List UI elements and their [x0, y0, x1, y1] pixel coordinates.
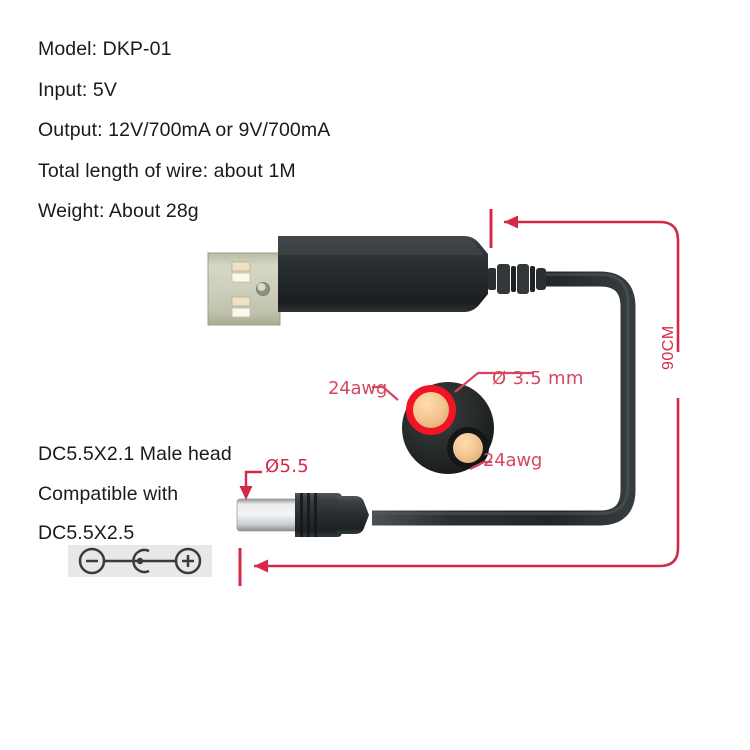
polarity-badge: [68, 545, 212, 577]
label-plug-diameter: Ø5.5: [265, 456, 309, 477]
dc-head-type: DC5.5X2.1 Male head: [38, 443, 232, 465]
spec-wire-length: Total length of wire: about 1M: [38, 159, 296, 182]
spec-weight: Weight: About 28g: [38, 200, 199, 222]
label-wire-gauge-bottom: 24awg: [483, 450, 543, 471]
spec-output: Output: 12V/700mA or 9V/700mA: [38, 119, 331, 141]
strain-relief: [488, 264, 546, 294]
usb-a-plug-icon: [207, 252, 281, 326]
label-cable-diameter: Ø 3.5 mm: [492, 368, 584, 389]
label-wire-gauge-top: 24awg: [328, 378, 388, 399]
specification-list: Model: DKP-01 Input: 5V Output: 12V/700m…: [38, 38, 458, 243]
label-cable-length: 90CM: [660, 325, 677, 370]
boost-module-body: [278, 236, 488, 312]
dc-head-notes: DC5.5X2.1 Male head Compatible with DC5.…: [38, 443, 298, 564]
spec-model: Model: DKP-01: [38, 38, 172, 60]
spec-input: Input: 5V: [38, 78, 117, 101]
dc-head-compat-label: Compatible with: [38, 482, 179, 505]
dc-head-compat-value: DC5.5X2.5: [38, 522, 135, 544]
cable-cross-section-icon: [402, 382, 494, 474]
